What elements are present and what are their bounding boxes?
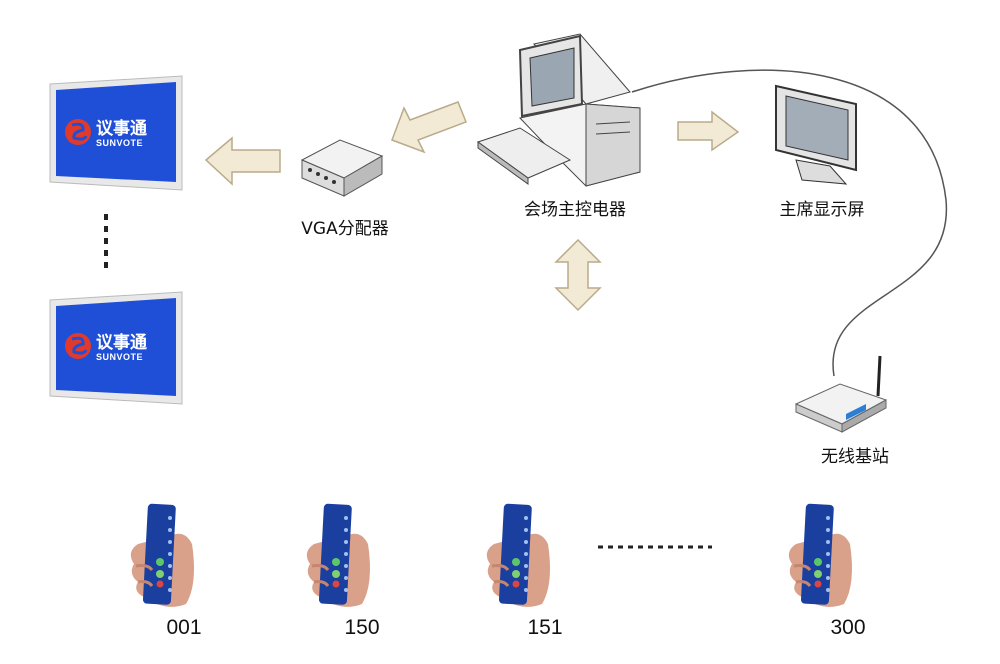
sunvote-logo-icon bbox=[63, 331, 93, 361]
sunvote-logo-icon bbox=[63, 117, 93, 147]
logo-cn-text: 议事通 bbox=[96, 333, 147, 353]
logo-cn-text: 议事通 bbox=[96, 119, 147, 139]
more-screens-dots bbox=[104, 214, 108, 268]
keypad-icon bbox=[485, 502, 552, 609]
logo-en-text: SUNVOTE bbox=[96, 352, 143, 362]
host-computer: 会场主控电器 bbox=[476, 33, 641, 220]
keypad-151: 151 bbox=[485, 502, 563, 639]
wall-screen-bottom: 议事通 SUNVOTE bbox=[49, 291, 183, 405]
wireless-base-label: 无线基站 bbox=[821, 447, 889, 467]
keypad-icon bbox=[787, 502, 854, 609]
chair-display-label: 主席显示屏 bbox=[780, 200, 865, 220]
bidirectional-arrow-icon bbox=[554, 238, 602, 312]
logo-en-text: SUNVOTE bbox=[96, 138, 143, 148]
keypad-number: 150 bbox=[344, 616, 379, 639]
arrow-left-icon bbox=[204, 136, 281, 186]
cable-line bbox=[631, 69, 947, 377]
keypad-number: 001 bbox=[166, 616, 201, 639]
keypad-number: 151 bbox=[527, 616, 562, 639]
keypad-001: 001 bbox=[129, 502, 202, 639]
keypad-number: 300 bbox=[830, 616, 865, 639]
keypad-150: 150 bbox=[305, 502, 380, 639]
wall-screen-top: 议事通 SUNVOTE bbox=[49, 75, 183, 191]
arrow-right-icon bbox=[677, 110, 740, 152]
vga-splitter: VGA分配器 bbox=[300, 139, 389, 239]
host-controller-label: 会场主控电器 bbox=[524, 200, 626, 220]
vga-splitter-label: VGA分配器 bbox=[301, 219, 388, 239]
keypad-300: 300 bbox=[787, 502, 866, 639]
chair-display: 主席显示屏 bbox=[775, 84, 865, 220]
wireless-base-station: 无线基站 bbox=[794, 355, 889, 467]
arrow-down-left-icon bbox=[391, 101, 467, 154]
keypad-icon bbox=[129, 502, 196, 609]
keypad-icon bbox=[305, 502, 372, 609]
